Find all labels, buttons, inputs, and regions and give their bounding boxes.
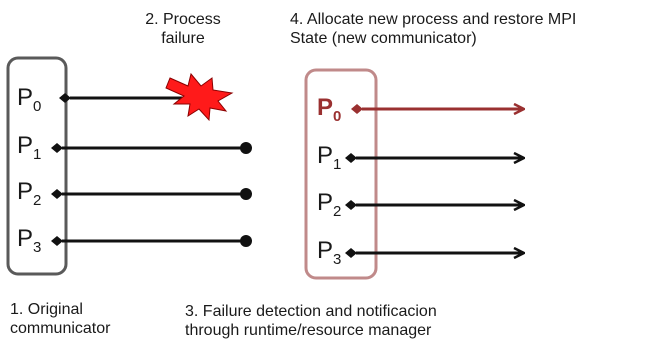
- p3-original-label: P3: [17, 227, 41, 260]
- p3-new-label: P3: [317, 239, 341, 272]
- p1-original-letter: P: [17, 132, 34, 159]
- step3-label: 3. Failure detection and notificacion th…: [185, 302, 437, 340]
- p0-failed-line: [59, 93, 190, 103]
- step4-line2: State (new communicator): [290, 30, 477, 47]
- p1-new-letter: P: [317, 142, 334, 169]
- p1-original-index: 1: [33, 146, 42, 163]
- new-communicator-box: [304, 68, 378, 280]
- p1-original-line: [51, 142, 252, 154]
- p3-original-letter: P: [17, 225, 34, 252]
- p2-new-index: 2: [333, 203, 342, 220]
- p3-new-letter: P: [317, 237, 334, 264]
- p2-original-letter: P: [17, 178, 34, 205]
- step3-line1: 3. Failure detection and notificacion: [185, 303, 437, 320]
- p2-new-letter: P: [317, 189, 334, 216]
- step3-line2: through runtime/resource manager: [185, 322, 432, 339]
- p0-original-label: P0: [17, 86, 41, 119]
- original-communicator-box: [6, 56, 68, 276]
- p0-original-letter: P: [17, 84, 34, 111]
- step1-line1: 1. Original: [10, 301, 83, 318]
- p0-new-letter: P: [317, 94, 334, 121]
- p1-new-arrow: [345, 153, 524, 163]
- step1-line2: communicator: [10, 320, 111, 337]
- p3-original-line: [51, 235, 252, 247]
- step2-label: 2. Process failure: [138, 10, 228, 48]
- step4-label: 4. Allocate new process and restore MPI …: [290, 10, 576, 48]
- p0-new-index: 0: [333, 108, 342, 125]
- p1-original-label: P1: [17, 134, 41, 167]
- explosion-icon: [165, 72, 234, 122]
- p2-original-label: P2: [17, 180, 41, 213]
- p3-new-index: 3: [333, 251, 342, 268]
- p3-new-arrow: [345, 248, 524, 258]
- step2-line2: failure: [161, 30, 205, 47]
- step2-line1: 2. Process: [145, 11, 221, 28]
- step4-line1: 4. Allocate new process and restore MPI: [290, 11, 577, 28]
- p1-new-label: P1: [317, 144, 341, 177]
- p0-new-arrow: [351, 104, 524, 114]
- p0-original-index: 0: [33, 98, 42, 115]
- p2-new-arrow: [345, 200, 524, 210]
- step1-label: 1. Original communicator: [10, 300, 110, 338]
- p1-new-index: 1: [333, 156, 342, 173]
- p2-original-line: [51, 188, 252, 200]
- p2-original-index: 2: [33, 192, 42, 209]
- p0-new-label: P0: [317, 96, 341, 129]
- p2-new-label: P2: [317, 191, 341, 224]
- p3-original-index: 3: [33, 239, 42, 256]
